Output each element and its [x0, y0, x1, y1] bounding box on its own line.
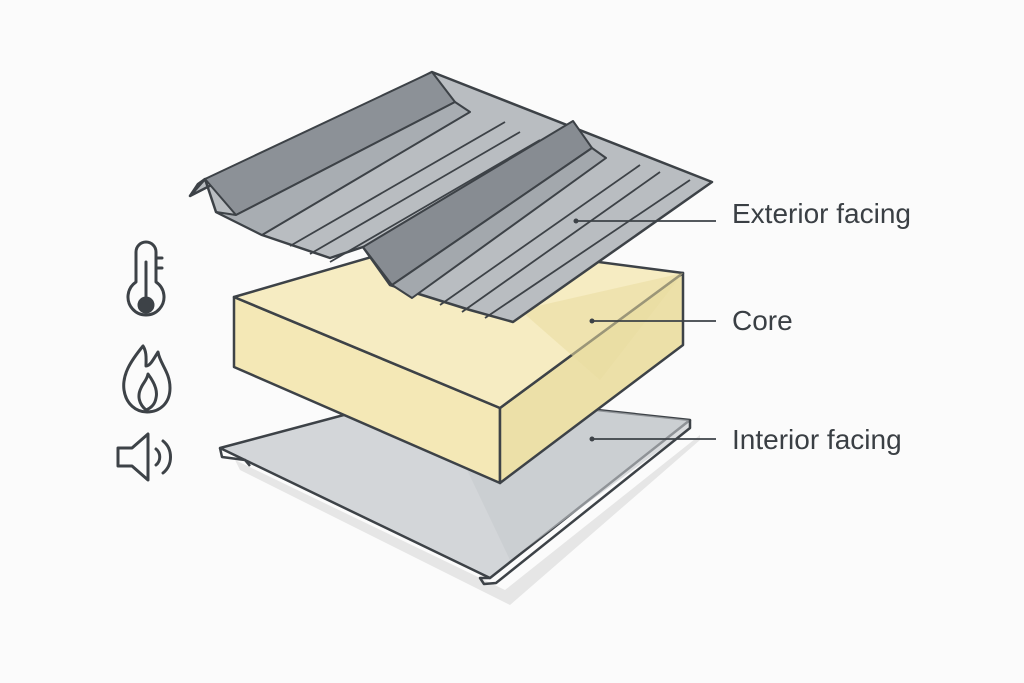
flame-icon: [122, 344, 172, 414]
shadow: [235, 435, 700, 605]
label-core: Core: [732, 305, 793, 336]
label-interior-facing: Interior facing: [732, 424, 902, 455]
label-exterior-facing: Exterior facing: [732, 198, 911, 229]
leader-lines: [573, 218, 716, 442]
exterior-facing-sheet: [188, 70, 714, 324]
thermometer-icon: [126, 240, 166, 317]
speaker-icon: [116, 432, 172, 482]
